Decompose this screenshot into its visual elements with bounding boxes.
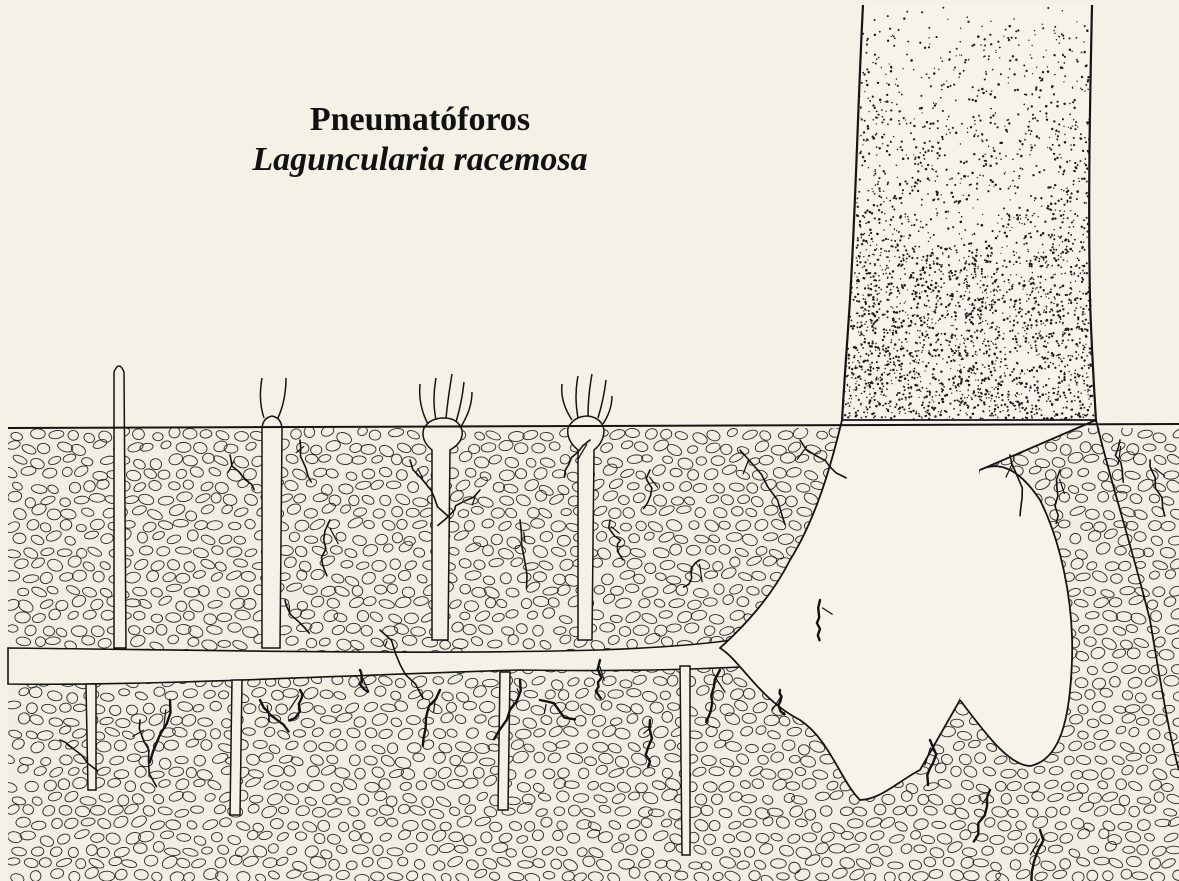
tree-trunk-icon [842,5,1097,422]
figure-title: Pneumatóforos Laguncularia racemosa [200,100,640,180]
title-line-1: Pneumatóforos [200,100,640,140]
title-line-2: Laguncularia racemosa [200,140,640,180]
